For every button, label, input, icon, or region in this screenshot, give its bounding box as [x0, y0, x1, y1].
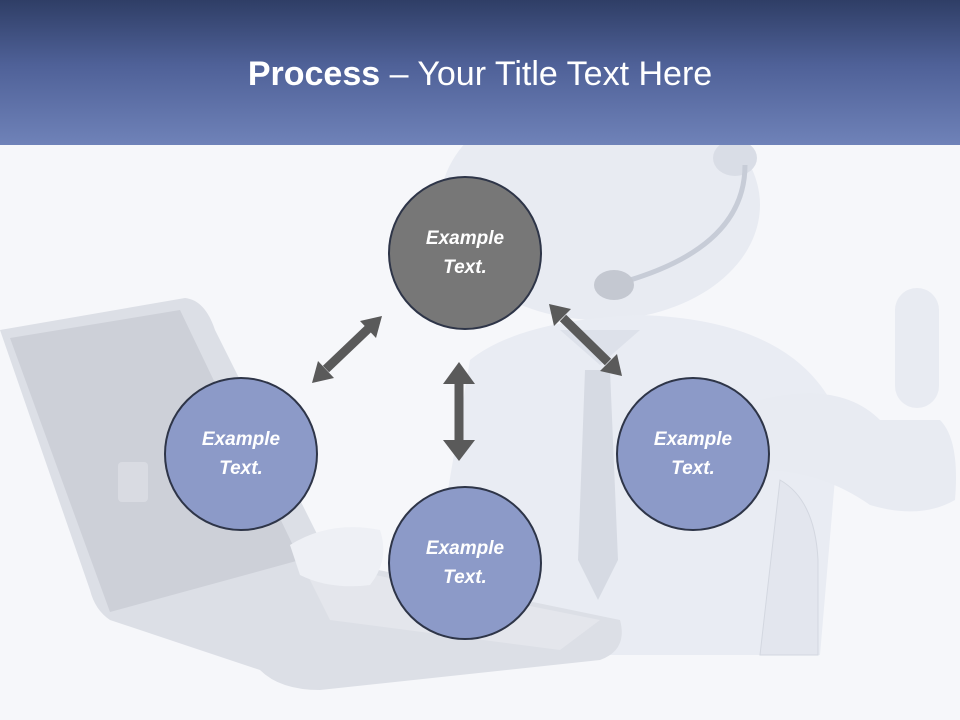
node-label-line2: Text. [443, 567, 487, 588]
node-label-line1: Example [425, 228, 505, 249]
double-arrow-icon [312, 316, 382, 383]
node-label-line2: Text. [443, 257, 487, 278]
node-label-line2: Text. [671, 458, 715, 479]
double-arrow-icon [443, 362, 475, 461]
slide-title: Process – Your Title Text Here [0, 52, 960, 96]
node-label-line1: Example [201, 429, 281, 450]
title-bar [0, 0, 960, 145]
double-arrow-icon [549, 304, 622, 376]
slide-title-rest: – Your Title Text Here [380, 55, 713, 93]
slide-title-bold: Process [247, 55, 381, 93]
node-label-line1: Example [653, 429, 733, 450]
node-label-line2: Text. [219, 458, 263, 479]
node-label-line1: Example [425, 538, 505, 559]
